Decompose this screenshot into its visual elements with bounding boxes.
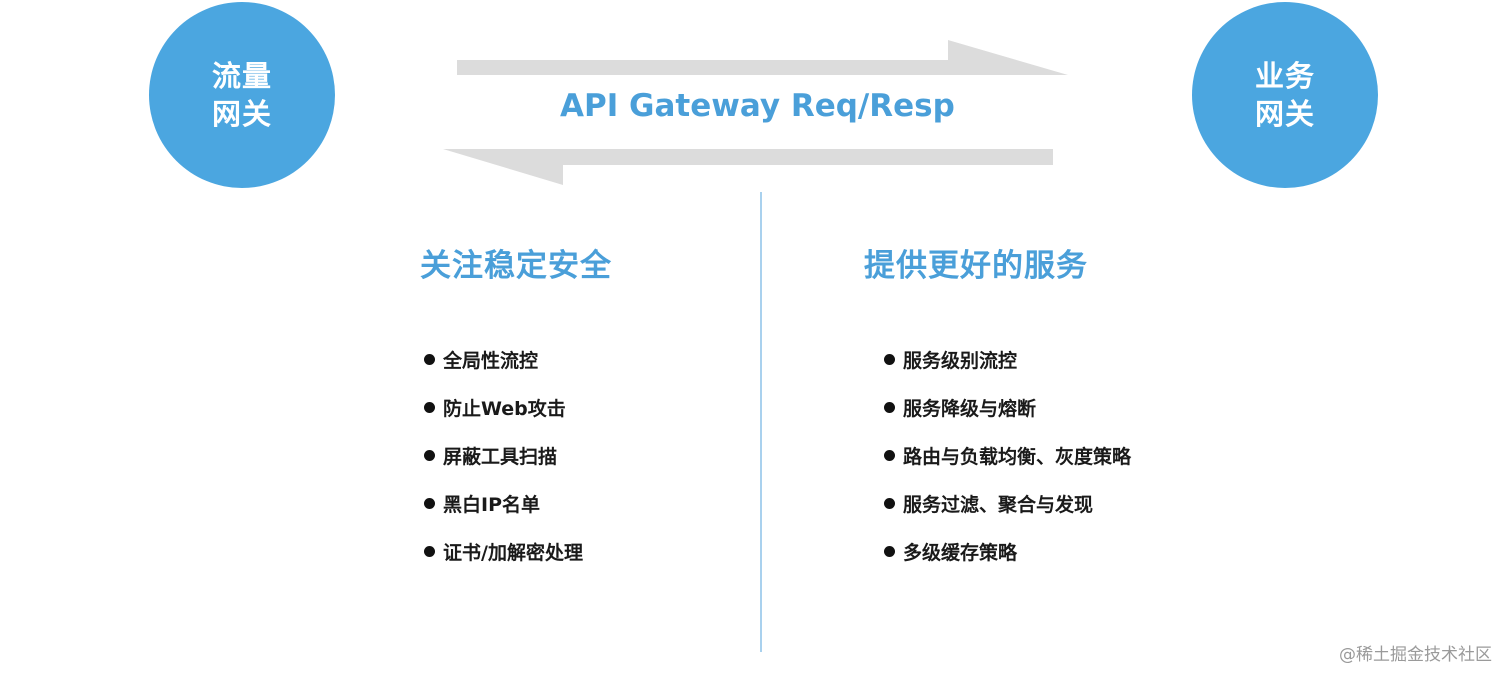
list-item: 路由与负载均衡、灰度策略 (884, 442, 1131, 490)
bullet-icon (424, 354, 435, 365)
list-item-label: 多级缓存策略 (903, 542, 1018, 564)
list-item: 多级缓存策略 (884, 538, 1131, 586)
request-arrow (457, 40, 1068, 75)
bullet-icon (884, 546, 895, 557)
list-item: 防止Web攻击 (424, 394, 583, 442)
traffic-gateway-label-line2: 网关 (211, 97, 272, 131)
list-item-label: 证书/加解密处理 (443, 542, 583, 564)
business-gateway-label-line2: 网关 (1254, 97, 1315, 131)
traffic-gateway-label-line1: 流量 (211, 59, 272, 93)
list-item-label: 服务过滤、聚合与发现 (903, 494, 1094, 516)
traffic-gateway-circle: 流量 网关 (149, 2, 335, 188)
response-arrow (443, 149, 1053, 185)
bullet-icon (884, 450, 895, 461)
business-gateway-circle: 业务 网关 (1192, 2, 1378, 188)
list-item-label: 防止Web攻击 (443, 398, 566, 420)
list-item: 全局性流控 (424, 346, 583, 394)
list-item-label: 黑白IP名单 (443, 494, 540, 516)
list-item: 服务过滤、聚合与发现 (884, 490, 1131, 538)
list-item: 服务级别流控 (884, 346, 1131, 394)
list-item: 黑白IP名单 (424, 490, 583, 538)
list-item-label: 全局性流控 (443, 350, 539, 372)
list-item-label: 路由与负载均衡、灰度策略 (903, 446, 1132, 468)
bullet-icon (424, 546, 435, 557)
list-item: 服务降级与熔断 (884, 394, 1131, 442)
api-gateway-label: API Gateway Req/Resp (560, 88, 955, 124)
security-column-title: 关注稳定安全 (420, 248, 612, 284)
request-response-arrows (443, 40, 1068, 185)
list-item-label: 服务级别流控 (903, 350, 1018, 372)
security-feature-list: 全局性流控 防止Web攻击 屏蔽工具扫描 黑白IP名单 证书/加解密处理 (424, 346, 583, 586)
bullet-icon (884, 402, 895, 413)
watermark: @稀土掘金技术社区 (1339, 645, 1492, 665)
list-item-label: 屏蔽工具扫描 (443, 446, 558, 468)
bullet-icon (884, 498, 895, 509)
service-column-title: 提供更好的服务 (864, 248, 1088, 284)
column-divider (760, 192, 762, 652)
business-gateway-label-line1: 业务 (1254, 59, 1315, 93)
bullet-icon (884, 354, 895, 365)
bullet-icon (424, 402, 435, 413)
service-feature-list: 服务级别流控 服务降级与熔断 路由与负载均衡、灰度策略 服务过滤、聚合与发现 多… (884, 346, 1131, 586)
bullet-icon (424, 450, 435, 461)
list-item-label: 服务降级与熔断 (903, 398, 1037, 420)
bullet-icon (424, 498, 435, 509)
list-item: 屏蔽工具扫描 (424, 442, 583, 490)
list-item: 证书/加解密处理 (424, 538, 583, 586)
